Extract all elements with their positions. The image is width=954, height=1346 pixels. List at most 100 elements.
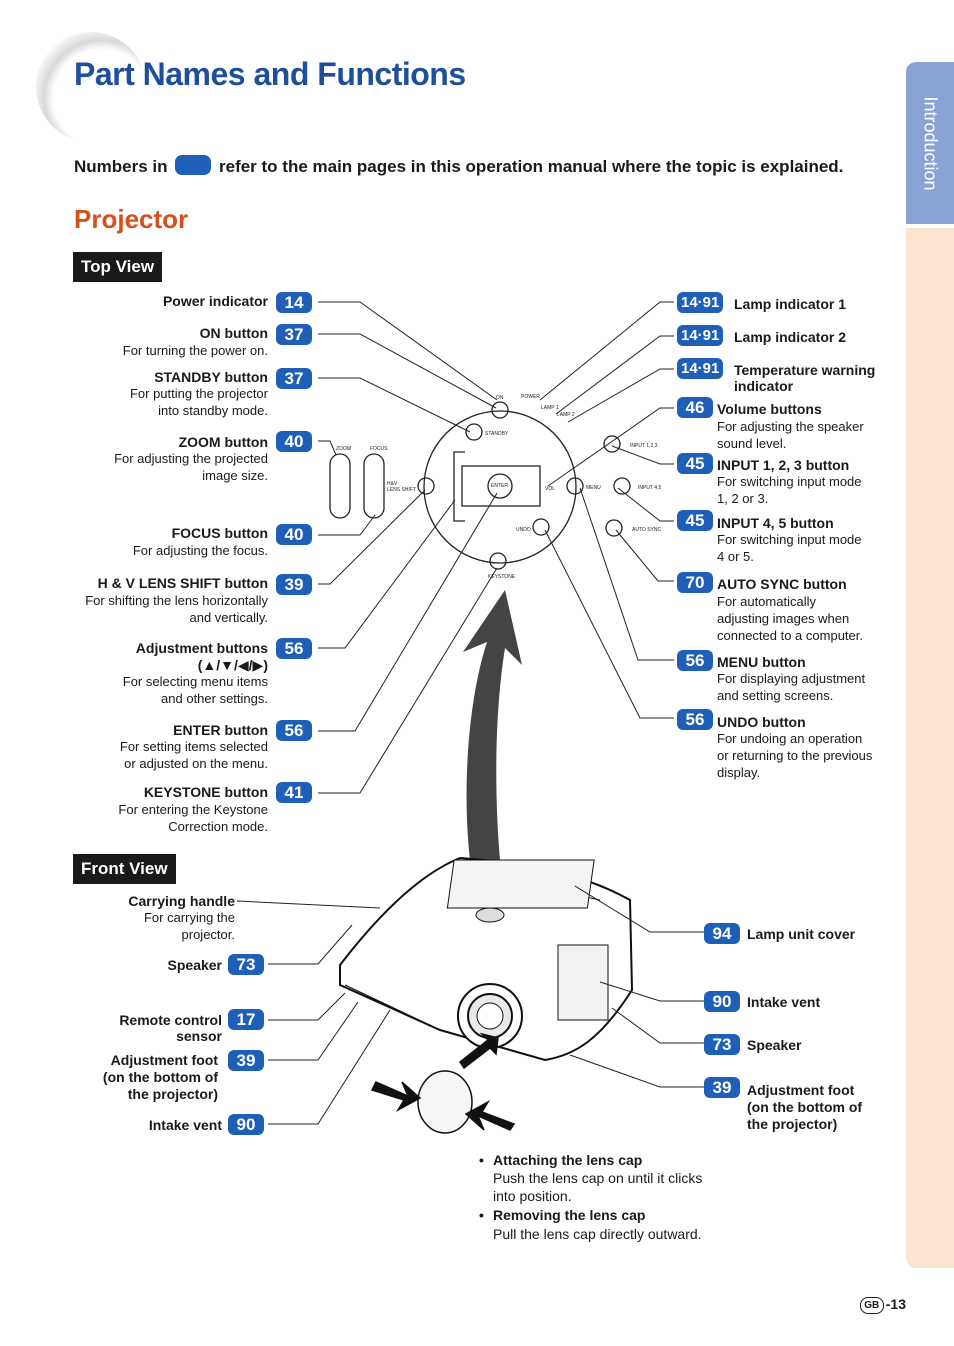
page-badge[interactable]: 73 <box>704 1034 740 1055</box>
label-keystone-button: KEYSTONE button <box>143 784 268 800</box>
label-standby-button: STANDBY button <box>154 369 268 385</box>
label-zoom-button: ZOOM button <box>178 434 268 450</box>
control-panel-drawing <box>329 401 631 570</box>
svg-text:ZOOM: ZOOM <box>336 446 351 452</box>
label-carrying-handle: Carrying handle <box>128 893 235 909</box>
label-speaker-left: Speaker <box>167 957 222 973</box>
label-lamp-indicator-2: Lamp indicator 2 <box>734 329 847 345</box>
page-badge[interactable]: 17 <box>228 1009 264 1030</box>
svg-text:LENS SHIFT: LENS SHIFT <box>387 487 416 493</box>
arrow-push-icon <box>458 1032 499 1070</box>
label-focus-button: FOCUS button <box>171 525 268 541</box>
label-input-123: INPUT 1, 2, 3 button <box>717 457 850 473</box>
page-badge[interactable]: 37 <box>276 368 312 389</box>
label-adjustment-arrows: (▲/▼/◀/▶) <box>197 657 268 673</box>
page-badge[interactable]: 56 <box>276 638 312 659</box>
label-temperature-warning: Temperature warning indicator <box>734 362 876 394</box>
desc-zoom-button: For adjusting the projected image size. <box>114 451 268 483</box>
section-title: Projector <box>74 204 189 234</box>
page-badge[interactable]: 14 <box>276 292 312 313</box>
intro-after: refer to the main pages in this operatio… <box>219 157 844 176</box>
svg-text:AUTO SYNC: AUTO SYNC <box>632 527 661 533</box>
page-badge[interactable]: 70 <box>677 572 713 593</box>
svg-text:KEYSTONE: KEYSTONE <box>488 574 516 580</box>
label-volume-buttons: Volume buttons <box>717 401 822 417</box>
page-badge[interactable]: 56 <box>276 720 312 741</box>
label-lamp-indicator-1: Lamp indicator 1 <box>734 296 847 312</box>
leader-lines-right <box>539 301 674 719</box>
page-badge[interactable]: 14·91 <box>677 292 724 313</box>
lens-cap-attach-title: Attaching the lens cap <box>493 1152 643 1168</box>
intro-line: Numbers in refer to the main pages in th… <box>74 155 843 177</box>
label-on-button: ON button <box>199 325 268 341</box>
label-power-indicator: Power indicator <box>162 293 268 309</box>
svg-text:UNDO: UNDO <box>516 527 531 533</box>
page-badge[interactable]: 40 <box>276 524 312 545</box>
side-strip <box>906 228 954 1268</box>
page-badge[interactable]: 45 <box>677 510 713 531</box>
page-badge[interactable]: 41 <box>276 782 312 803</box>
page-badge[interactable]: 94 <box>704 923 740 944</box>
desc-on-button: For turning the power on. <box>122 343 268 358</box>
lens-cap-attach-text: Push the lens cap on until it clicks int… <box>493 1170 703 1204</box>
svg-text:LAMP 2: LAMP 2 <box>557 412 575 418</box>
page-badge[interactable]: 56 <box>677 650 713 671</box>
label-adjustment-buttons: Adjustment buttons <box>135 640 268 656</box>
page-badge[interactable]: 40 <box>276 431 312 452</box>
bullet-marker: • <box>479 1207 484 1223</box>
page-badge[interactable]: 46 <box>677 397 713 418</box>
desc-undo-button: For undoing an operation or returning to… <box>717 731 873 780</box>
page-badge[interactable]: 90 <box>228 1114 264 1135</box>
page-title: Part Names and Functions <box>74 56 466 92</box>
svg-text:FOCUS: FOCUS <box>370 446 388 452</box>
label-lamp-unit-cover: Lamp unit cover <box>747 926 856 942</box>
desc-adjustment-buttons: For selecting menu items and other setti… <box>122 674 268 706</box>
top-view-label: Top View <box>73 252 163 282</box>
projector-drawing <box>339 856 634 1062</box>
panel-labels: ON STANDBY ZOOM FOCUS H&V LENS SHIFT ENT… <box>336 394 661 580</box>
desc-auto-sync: For automatically adjusting images when … <box>717 594 863 643</box>
desc-carrying-handle: For carrying the projector. <box>143 910 235 942</box>
page-number: GB-13 <box>859 1296 906 1314</box>
arrow-up-icon <box>463 590 522 860</box>
svg-text:MENU: MENU <box>586 485 601 491</box>
page-badge[interactable]: 73 <box>228 954 264 975</box>
svg-text:POWER: POWER <box>521 394 540 400</box>
page-number-text: -13 <box>885 1296 906 1312</box>
desc-focus-button: For adjusting the focus. <box>132 543 268 558</box>
lens-cap-remove-text: Pull the lens cap directly outward. <box>493 1226 702 1242</box>
label-input-45: INPUT 4, 5 button <box>717 515 834 531</box>
label-intake-vent-left: Intake vent <box>148 1117 222 1133</box>
svg-text:INPUT 1,2,3: INPUT 1,2,3 <box>630 443 658 449</box>
label-intake-vent-right: Intake vent <box>747 994 821 1010</box>
svg-text:ON: ON <box>496 395 504 401</box>
page-badge[interactable]: 39 <box>704 1077 740 1098</box>
svg-text:STANDBY: STANDBY <box>485 431 509 437</box>
side-tab[interactable] <box>906 62 954 224</box>
svg-text:ENTER: ENTER <box>491 483 508 489</box>
page-badge[interactable]: 90 <box>704 991 740 1012</box>
page-badge[interactable]: 14·91 <box>677 358 724 379</box>
svg-text:LAMP 1: LAMP 1 <box>541 405 559 411</box>
label-enter-button: ENTER button <box>173 722 268 738</box>
bullet-marker: • <box>479 1152 484 1168</box>
page-badge[interactable]: 37 <box>276 324 312 345</box>
label-undo-button: UNDO button <box>717 714 806 730</box>
front-leader-lines <box>236 885 704 1125</box>
page-badge[interactable]: 39 <box>276 574 312 595</box>
desc-standby-button: For putting the projector into standby m… <box>129 386 268 418</box>
lens-cap-remove-title: Removing the lens cap <box>493 1207 646 1223</box>
label-auto-sync: AUTO SYNC button <box>717 576 847 592</box>
page-badge[interactable]: 14·91 <box>677 325 724 346</box>
desc-volume-buttons: For adjusting the speaker sound level. <box>717 419 864 451</box>
desc-input-45: For switching input mode 4 or 5. <box>717 532 862 564</box>
desc-menu-button: For displaying adjustment and setting sc… <box>717 671 866 703</box>
desc-enter-button: For setting items selected or adjusted o… <box>119 739 268 771</box>
arrow-right-icon <box>370 1081 422 1112</box>
desc-input-123: For switching input mode 1, 2 or 3. <box>717 474 862 506</box>
arrow-left-icon <box>464 1100 516 1131</box>
page-badge[interactable]: 45 <box>677 453 713 474</box>
page-badge[interactable]: 56 <box>677 709 713 730</box>
page-badge[interactable]: 39 <box>228 1050 264 1071</box>
desc-keystone-button: For entering the Keystone Correction mod… <box>118 802 268 834</box>
